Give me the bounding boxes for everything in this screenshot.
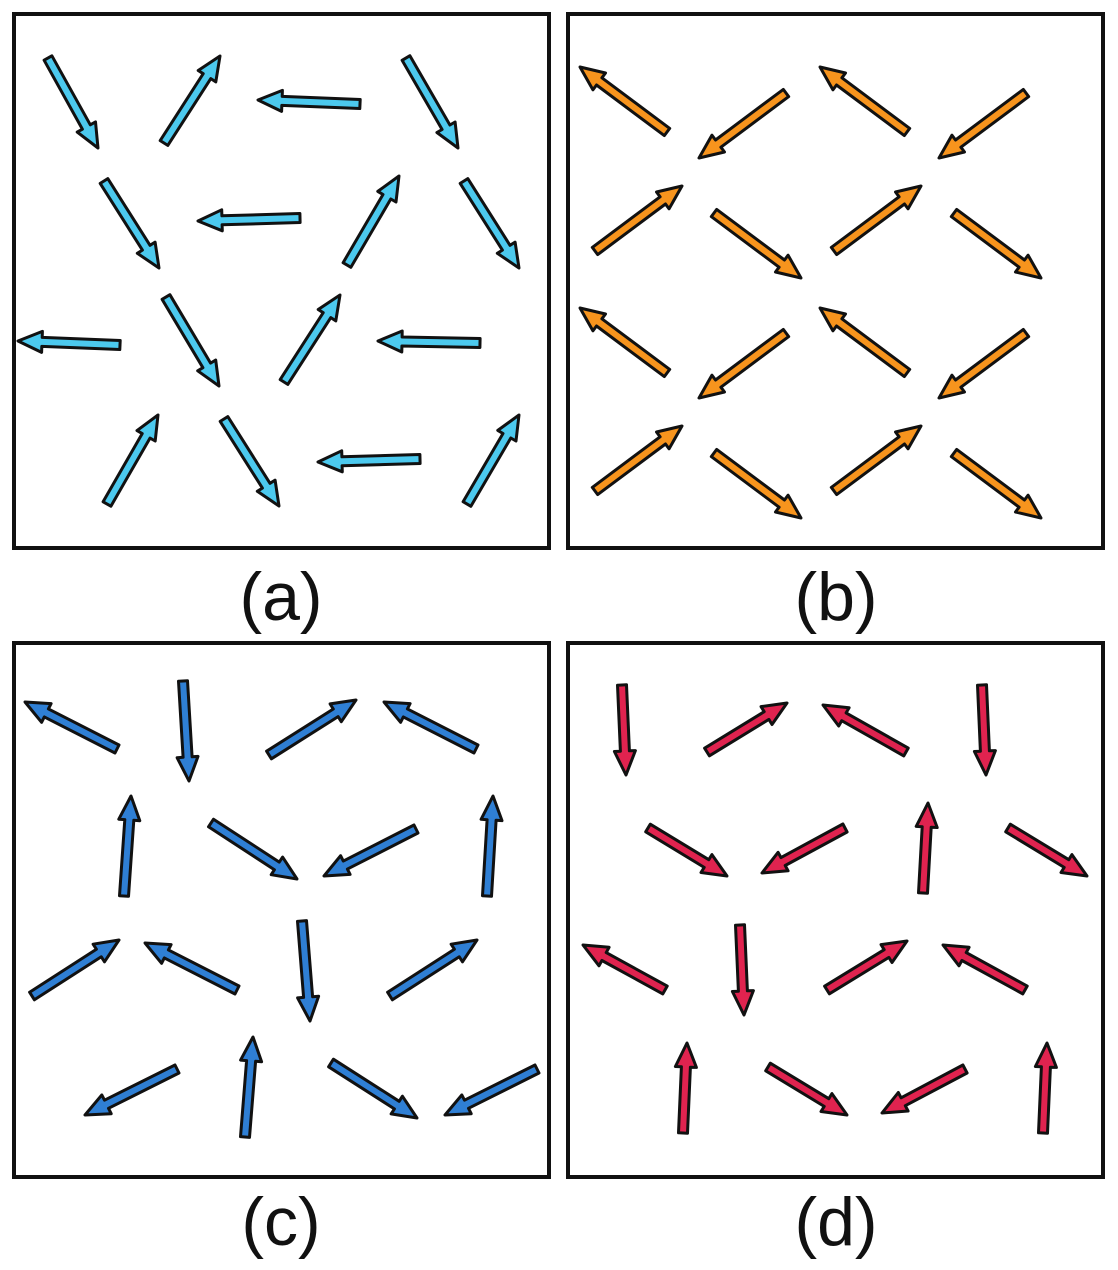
spin-arrow bbox=[818, 65, 912, 138]
spin-arrow bbox=[818, 306, 912, 379]
panel-b: (b) bbox=[566, 12, 1105, 635]
spin-arrow bbox=[101, 413, 160, 508]
panel-c-arrows bbox=[23, 679, 541, 1139]
spin-arrow bbox=[386, 938, 479, 1002]
panel-c-frame bbox=[12, 641, 551, 1179]
spin-arrow bbox=[278, 293, 342, 386]
spin-arrow bbox=[709, 447, 803, 520]
spin-arrow bbox=[256, 88, 362, 113]
panel-b-label: (b) bbox=[794, 559, 877, 635]
spin-arrow bbox=[581, 943, 669, 996]
spin-arrow bbox=[829, 184, 923, 257]
spin-arrow bbox=[823, 939, 909, 996]
spin-arrow bbox=[578, 306, 672, 379]
spin-arrow bbox=[196, 208, 302, 233]
spin-arrow bbox=[697, 87, 791, 160]
panel-d-arrows bbox=[581, 683, 1089, 1135]
spin-arrow bbox=[829, 424, 923, 497]
spin-arrow bbox=[83, 1063, 181, 1117]
spin-arrow bbox=[479, 794, 504, 898]
spin-arrow bbox=[376, 329, 482, 354]
spin-arrow bbox=[322, 823, 420, 878]
spin-arrow bbox=[443, 1063, 541, 1117]
spin-arrow bbox=[16, 329, 122, 354]
spin-arrow bbox=[644, 822, 729, 878]
spin-arrow bbox=[730, 923, 755, 1017]
spin-arrow bbox=[703, 701, 789, 758]
panel-d-frame bbox=[566, 641, 1105, 1179]
spin-arrow bbox=[880, 1063, 969, 1115]
spin-arrow bbox=[914, 801, 939, 895]
panel-d: (d) bbox=[566, 641, 1105, 1260]
spin-arrow bbox=[972, 683, 997, 777]
spin-arrow bbox=[160, 293, 221, 388]
spin-arrow bbox=[382, 700, 480, 755]
spin-arrow bbox=[117, 794, 142, 898]
spin-arrow bbox=[98, 177, 161, 270]
spin-arrow bbox=[458, 177, 521, 270]
spin-arrow bbox=[590, 184, 684, 257]
panel-d-label: (d) bbox=[794, 1184, 877, 1260]
spin-arrow bbox=[296, 919, 321, 1023]
spin-arrow bbox=[218, 415, 281, 508]
spin-arrow bbox=[949, 447, 1043, 520]
spin-arrow bbox=[265, 698, 358, 761]
panel-c: (c) bbox=[12, 641, 551, 1260]
spin-arrow bbox=[709, 207, 803, 280]
spin-arrow bbox=[327, 1057, 419, 1120]
spin-arrow bbox=[949, 207, 1043, 280]
spin-arrow bbox=[590, 424, 684, 497]
spin-arrow bbox=[697, 327, 791, 400]
spin-arrow bbox=[158, 54, 222, 147]
spin-arrow bbox=[937, 87, 1031, 160]
panel-a-arrows bbox=[16, 54, 521, 508]
spin-arrow bbox=[937, 327, 1031, 400]
panel-a-label: (a) bbox=[239, 559, 322, 635]
spin-arrow bbox=[28, 938, 121, 1002]
panel-c-label: (c) bbox=[241, 1184, 320, 1260]
spin-arrow bbox=[1004, 822, 1089, 878]
spin-arrow bbox=[341, 174, 401, 269]
spin-arrow bbox=[941, 943, 1029, 996]
spin-arrow bbox=[612, 683, 637, 777]
panel-a: (a) bbox=[12, 12, 551, 635]
spin-arrow bbox=[821, 703, 910, 758]
spin-arrow bbox=[316, 449, 422, 474]
spin-arrow bbox=[764, 1061, 849, 1117]
spin-arrow bbox=[578, 65, 672, 138]
spin-arrow bbox=[461, 413, 521, 508]
spin-arrow bbox=[23, 700, 121, 755]
spin-arrow bbox=[143, 941, 241, 996]
spin-arrow bbox=[673, 1041, 698, 1135]
spin-arrow bbox=[239, 1035, 264, 1139]
spin-arrow bbox=[207, 817, 299, 881]
spin-arrow bbox=[400, 54, 460, 150]
spin-arrow bbox=[1033, 1041, 1058, 1135]
spin-arrow bbox=[42, 54, 100, 150]
spin-arrow bbox=[175, 679, 200, 783]
panel-b-arrows bbox=[578, 65, 1043, 520]
spin-arrow bbox=[760, 822, 849, 875]
